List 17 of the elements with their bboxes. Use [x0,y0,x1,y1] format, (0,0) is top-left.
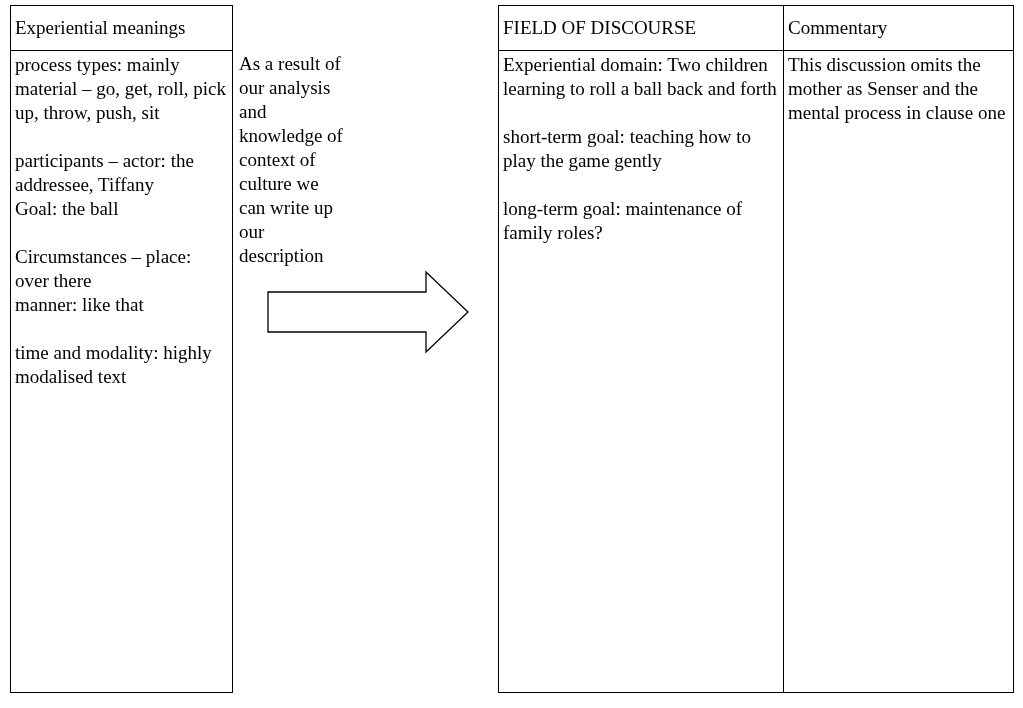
cell-text: Goal: the ball [15,197,120,221]
cell-text: Experiential domain: Two children learning to roll a ball back and forth [503,53,778,101]
column-heading: Commentary [788,16,888,40]
table-column [498,5,784,693]
column-heading: Experiential meanings [15,16,186,40]
table-column [10,5,233,693]
column-heading: FIELD OF DISCOURSE [503,16,697,40]
cell-text: process types: mainly material – go, get, roll, pick up, throw, push, sit [15,53,228,125]
edge-label: As a result of our analysis and knowledge of context of culture we can write up our description [239,52,344,268]
cell-text: time and modality: highly modalised text [15,341,213,389]
cell-text: This discussion omits the mother as Senser and the mental process in clause one [788,53,1007,125]
cell-text: participants – actor: the addressee, Tiffany [15,149,195,197]
cell-text: manner: like that [15,293,145,317]
table-column [783,5,1014,693]
block-arrow [267,270,469,354]
cell-text: short-term goal: teaching how to play the game gently [503,125,752,173]
cell-text: long-term goal: maintenance of family roles? [503,197,743,245]
